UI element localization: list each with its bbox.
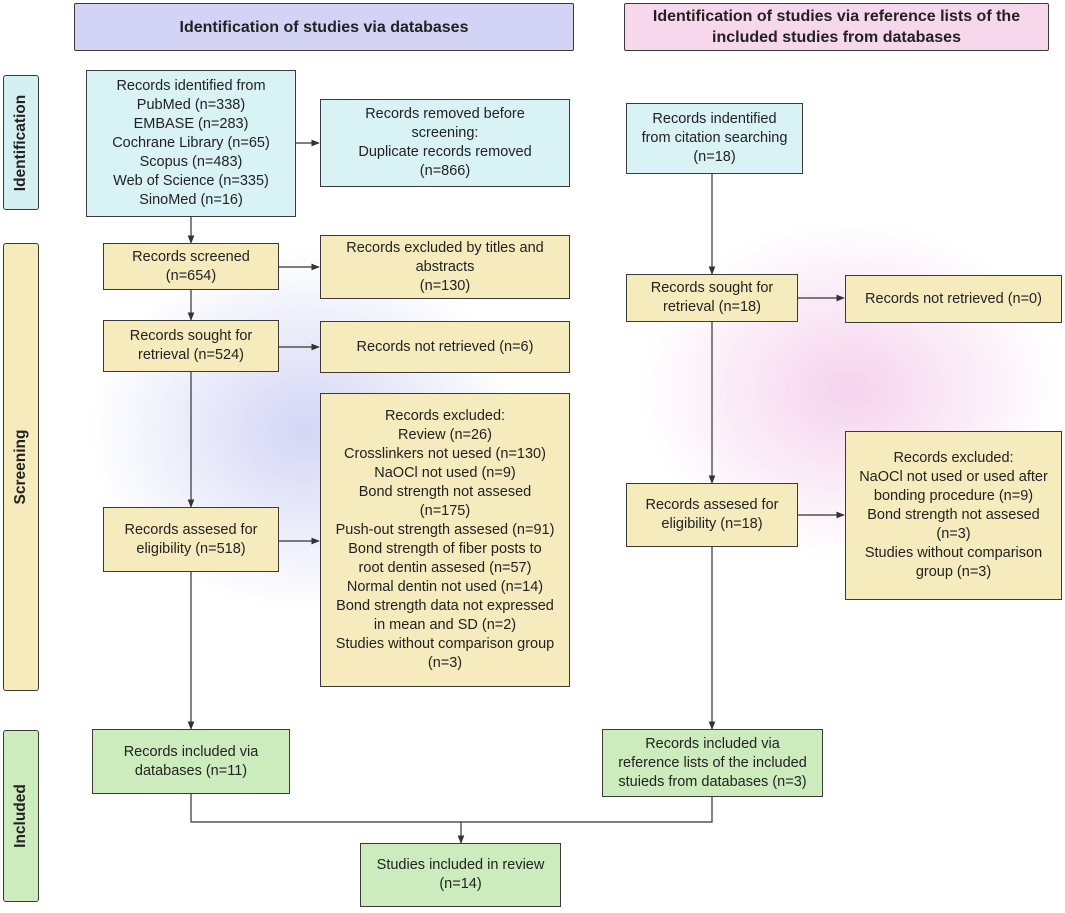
header-reference-line: included studies from databases	[712, 29, 961, 46]
records-excluded-titles-box: Records excluded by titles and abstracts…	[320, 235, 570, 299]
records-not-retrieved-right-box: Records not retrieved (n=0)	[845, 275, 1062, 323]
records-sought-box: Records sought for retrieval (n=524)	[103, 320, 279, 372]
records-assessed-right-box: Records assesed for eligibility (n=18)	[626, 483, 798, 547]
box-line: Web of Science (n=335)	[113, 173, 269, 189]
box-line: Records screened	[132, 248, 250, 265]
box-line: SinoMed (n=16)	[139, 192, 243, 208]
box-line: (n=3)	[936, 526, 971, 542]
box-line: Records excluded by titles and	[346, 239, 544, 256]
box-line: Review (n=26)	[398, 427, 492, 443]
box-line: stuieds from databases (n=3)	[618, 773, 807, 790]
box-line: Bond strength data not expressed	[336, 598, 554, 614]
header-reference-lists: Identification of studies via reference …	[624, 3, 1049, 51]
box-line: Records sought for	[650, 280, 774, 296]
box-line: EMBASE (n=283)	[133, 116, 249, 132]
box-line: Records not retrieved (n=6)	[356, 338, 534, 355]
merge-line	[190, 794, 713, 823]
box-line: Records sought for	[129, 328, 253, 344]
records-removed-box: Records removed before screening: Duplic…	[320, 99, 570, 187]
box-line: Records assesed for	[645, 497, 779, 513]
box-line: (n=14)	[439, 876, 482, 892]
box-line: Records not retrieved (n=0)	[865, 290, 1042, 307]
records-excluded-box: Records excluded: Review (n=26) Crosslin…	[320, 393, 570, 687]
header-databases-text: Identification of studies via databases	[179, 18, 469, 36]
stage-screening: Screening	[3, 243, 39, 691]
box-line: PubMed (n=338)	[136, 97, 246, 113]
stage-included: Included	[3, 730, 39, 902]
records-identified-box: Records identified from PubMed (n=338) E…	[86, 70, 296, 217]
box-line: Records assesed for	[124, 521, 258, 538]
records-assessed-box: Records assesed for eligibility (n=518)	[103, 507, 279, 572]
box-line: (n=654)	[165, 267, 217, 284]
records-excluded-right-box: Records excluded: NaOCl not used or used…	[845, 431, 1062, 600]
box-line: root dentin assesed (n=57)	[358, 560, 532, 576]
box-line: NaOCl not used or used after	[859, 469, 1048, 485]
box-line: (n=130)	[419, 277, 471, 294]
stage-screening-label: Screening	[12, 429, 29, 505]
stage-identification: Identification	[3, 75, 39, 210]
records-sought-right-box: Records sought for retrieval (n=18)	[626, 274, 798, 322]
box-line: Studies without comparison group	[335, 636, 555, 652]
box-line: retrieval (n=524)	[138, 347, 244, 363]
stage-identification-label: Identification	[12, 94, 29, 191]
box-line: eligibility (n=18)	[661, 516, 763, 532]
box-line: databases (n=11)	[134, 762, 248, 779]
box-line: Crosslinkers not uesed (n=130)	[344, 446, 546, 462]
box-line: Records removed before	[365, 106, 525, 122]
box-line: Studies included in review	[376, 857, 545, 873]
box-line: group (n=3)	[915, 564, 992, 580]
box-line: Cochrane Library (n=65)	[112, 135, 270, 151]
header-databases: Identification of studies via databases	[74, 3, 574, 51]
records-screened-box: Records screened (n=654)	[103, 243, 279, 290]
records-included-databases-box: Records included via databases (n=11)	[92, 729, 290, 794]
box-line: (n=18)	[693, 149, 736, 165]
studies-included-review-box: Studies included in review (n=14)	[360, 843, 561, 907]
box-line: Records excluded:	[893, 450, 1014, 466]
box-line: reference lists of the included	[618, 754, 807, 771]
box-line: Bond strength not assesed	[867, 507, 1040, 523]
box-line: Normal dentin not used (n=14)	[346, 579, 544, 595]
box-line: bonding procedure (n=9)	[873, 488, 1034, 504]
box-line: abstracts	[415, 258, 475, 275]
box-line: Scopus (n=483)	[139, 154, 243, 170]
box-line: Records indentified	[652, 111, 777, 127]
box-line: (n=866)	[419, 163, 471, 179]
box-line: eligibility (n=518)	[136, 540, 246, 557]
box-line: Records included via	[645, 735, 780, 752]
box-line: in mean and SD (n=2)	[373, 617, 517, 633]
stage-included-label: Included	[12, 784, 29, 848]
box-line: retrieval (n=18)	[663, 299, 761, 315]
box-line: Records excluded:	[384, 408, 506, 424]
box-line: (n=3)	[427, 655, 463, 671]
box-line: from citation searching	[641, 130, 788, 146]
box-line: Records included via	[123, 743, 259, 760]
records-identified-citation-box: Records indentified from citation search…	[626, 103, 803, 174]
box-line: Bond strength not assesed	[358, 484, 532, 500]
header-reference-line: Identification of studies via reference …	[652, 8, 1021, 25]
box-line: Studies without comparison	[864, 545, 1043, 561]
box-line: Duplicate records removed	[358, 144, 532, 160]
box-line: screening:	[411, 125, 479, 141]
box-line: Bond strength of fiber posts to	[348, 541, 542, 557]
records-not-retrieved-box: Records not retrieved (n=6)	[320, 321, 570, 373]
box-line: (n=175)	[419, 503, 471, 519]
box-line: Records identified from	[116, 78, 266, 94]
box-line: Push-out strength assesed (n=91)	[335, 522, 555, 538]
records-included-references-box: Records included via reference lists of …	[602, 729, 823, 797]
box-line: NaOCl not used (n=9)	[374, 465, 516, 481]
